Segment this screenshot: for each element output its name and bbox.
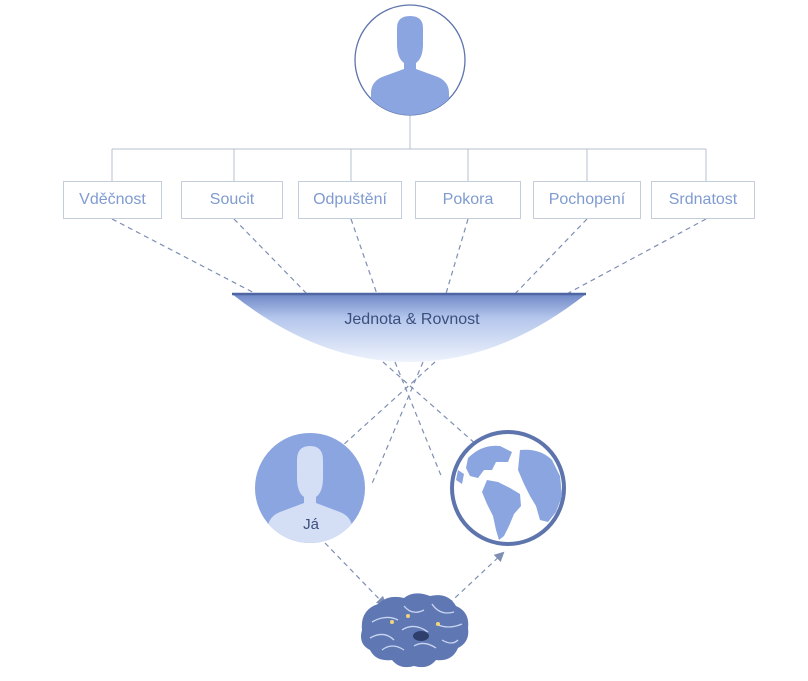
quality-box-pokora: Pokora [415,181,521,219]
quality-label: Odpuštění [313,191,387,208]
bowl-to-nodes-dashes [341,361,479,487]
quality-box-pochopeni: Pochopení [533,181,641,219]
unity-label: Jednota & Rovnost [344,311,480,328]
quality-label: Pokora [442,191,494,208]
person-icon [268,446,352,543]
unity-bowl [232,292,586,362]
brain-icon [361,593,469,668]
quality-box-srdnatost: Srdnatost [651,181,755,219]
quality-box-vdecnost: Vděčnost [63,181,162,219]
quality-label: Vděčnost [79,191,146,208]
self-avatar [255,433,365,543]
quality-label: Soucit [209,191,255,208]
globe-icon [450,430,566,546]
quality-label: Pochopení [548,191,626,208]
quality-box-soucit: Soucit [181,181,283,219]
quality-box-odpusteni: Odpuštění [298,181,402,219]
quality-label: Srdnatost [668,191,738,208]
person-icon [371,16,449,115]
self-label: Já [303,516,319,533]
box-to-bowl-dashes [111,218,707,298]
brain-arrows [324,542,505,611]
top-person-avatar [354,4,466,116]
tree-connectors [111,115,707,181]
